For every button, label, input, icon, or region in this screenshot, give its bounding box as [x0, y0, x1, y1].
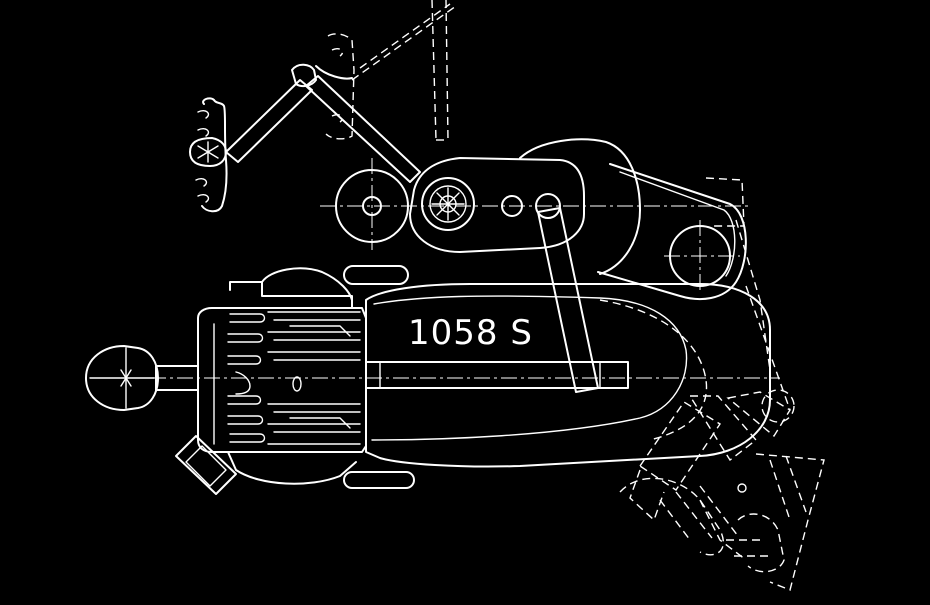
model-label: 1058 S	[408, 313, 533, 353]
engine-block	[175, 265, 415, 495]
handle-linkage	[189, 0, 457, 213]
tiller-tines	[619, 389, 825, 591]
pulley-assembly	[320, 138, 791, 411]
main-body: 1058 S	[150, 283, 780, 468]
